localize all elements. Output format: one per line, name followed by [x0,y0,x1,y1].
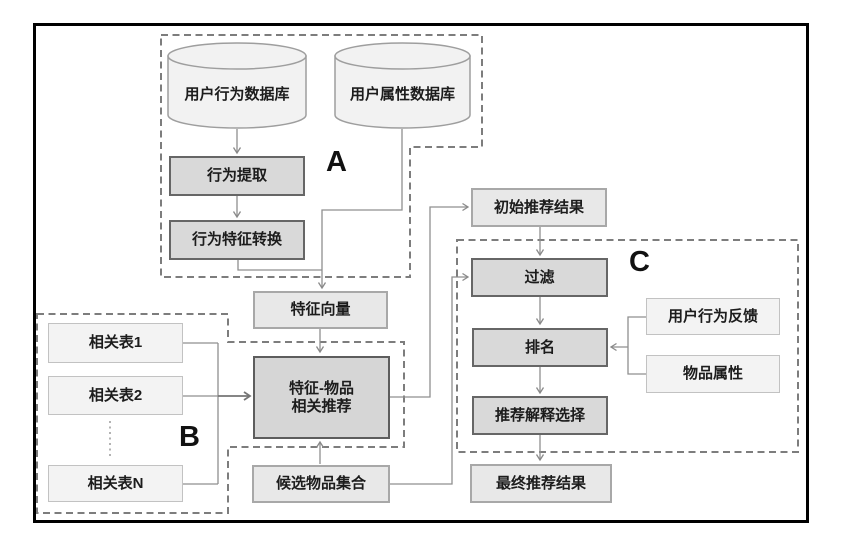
node-filter: 过滤 [471,258,608,297]
node-behavior-feature-convert: 行为特征转换 [169,220,305,260]
diagram-frame [33,23,809,523]
edge-db2-to-feature-vector [317,129,403,290]
node-initial-rec-results: 初始推荐结果 [471,188,607,227]
edge-feedback-bracket [627,316,646,375]
node-user-behavior-db: 用户行为数据库 [184,85,290,103]
edge-core-to-initial [390,202,470,398]
node-feature-item-recommend: 特征-物品 相关推荐 [253,356,390,439]
group-b-label: B [179,421,200,453]
node-final-rec-results: 最终推荐结果 [470,464,612,503]
node-feature-item-recommend-line1: 特征-物品 [289,379,354,397]
node-related-table-2: 相关表2 [48,376,183,415]
node-behavior-extract: 行为提取 [169,156,305,196]
node-user-behavior-feedback: 用户行为反馈 [646,298,780,335]
edge-candidate-to-filter [390,272,470,485]
node-related-table-1: 相关表1 [48,323,183,363]
node-user-attribute-db: 用户属性数据库 [349,85,455,103]
node-feature-vector: 特征向量 [253,291,388,329]
node-ranking: 排名 [472,328,608,367]
cylinder-user-behavior-db [167,42,307,129]
node-feature-item-recommend-line2: 相关推荐 [291,397,352,415]
node-item-attributes: 物品属性 [646,355,780,393]
group-a-label: A [326,146,347,178]
node-candidate-item-set: 候选物品集合 [252,465,390,503]
edge-convert-merge [237,260,322,271]
group-c-label: C [629,246,650,278]
cylinder-user-attribute-db [334,42,471,129]
group-b-outline [36,313,405,514]
node-related-table-n: 相关表N [48,465,183,502]
node-rec-explanation-select: 推荐解释选择 [472,396,608,435]
